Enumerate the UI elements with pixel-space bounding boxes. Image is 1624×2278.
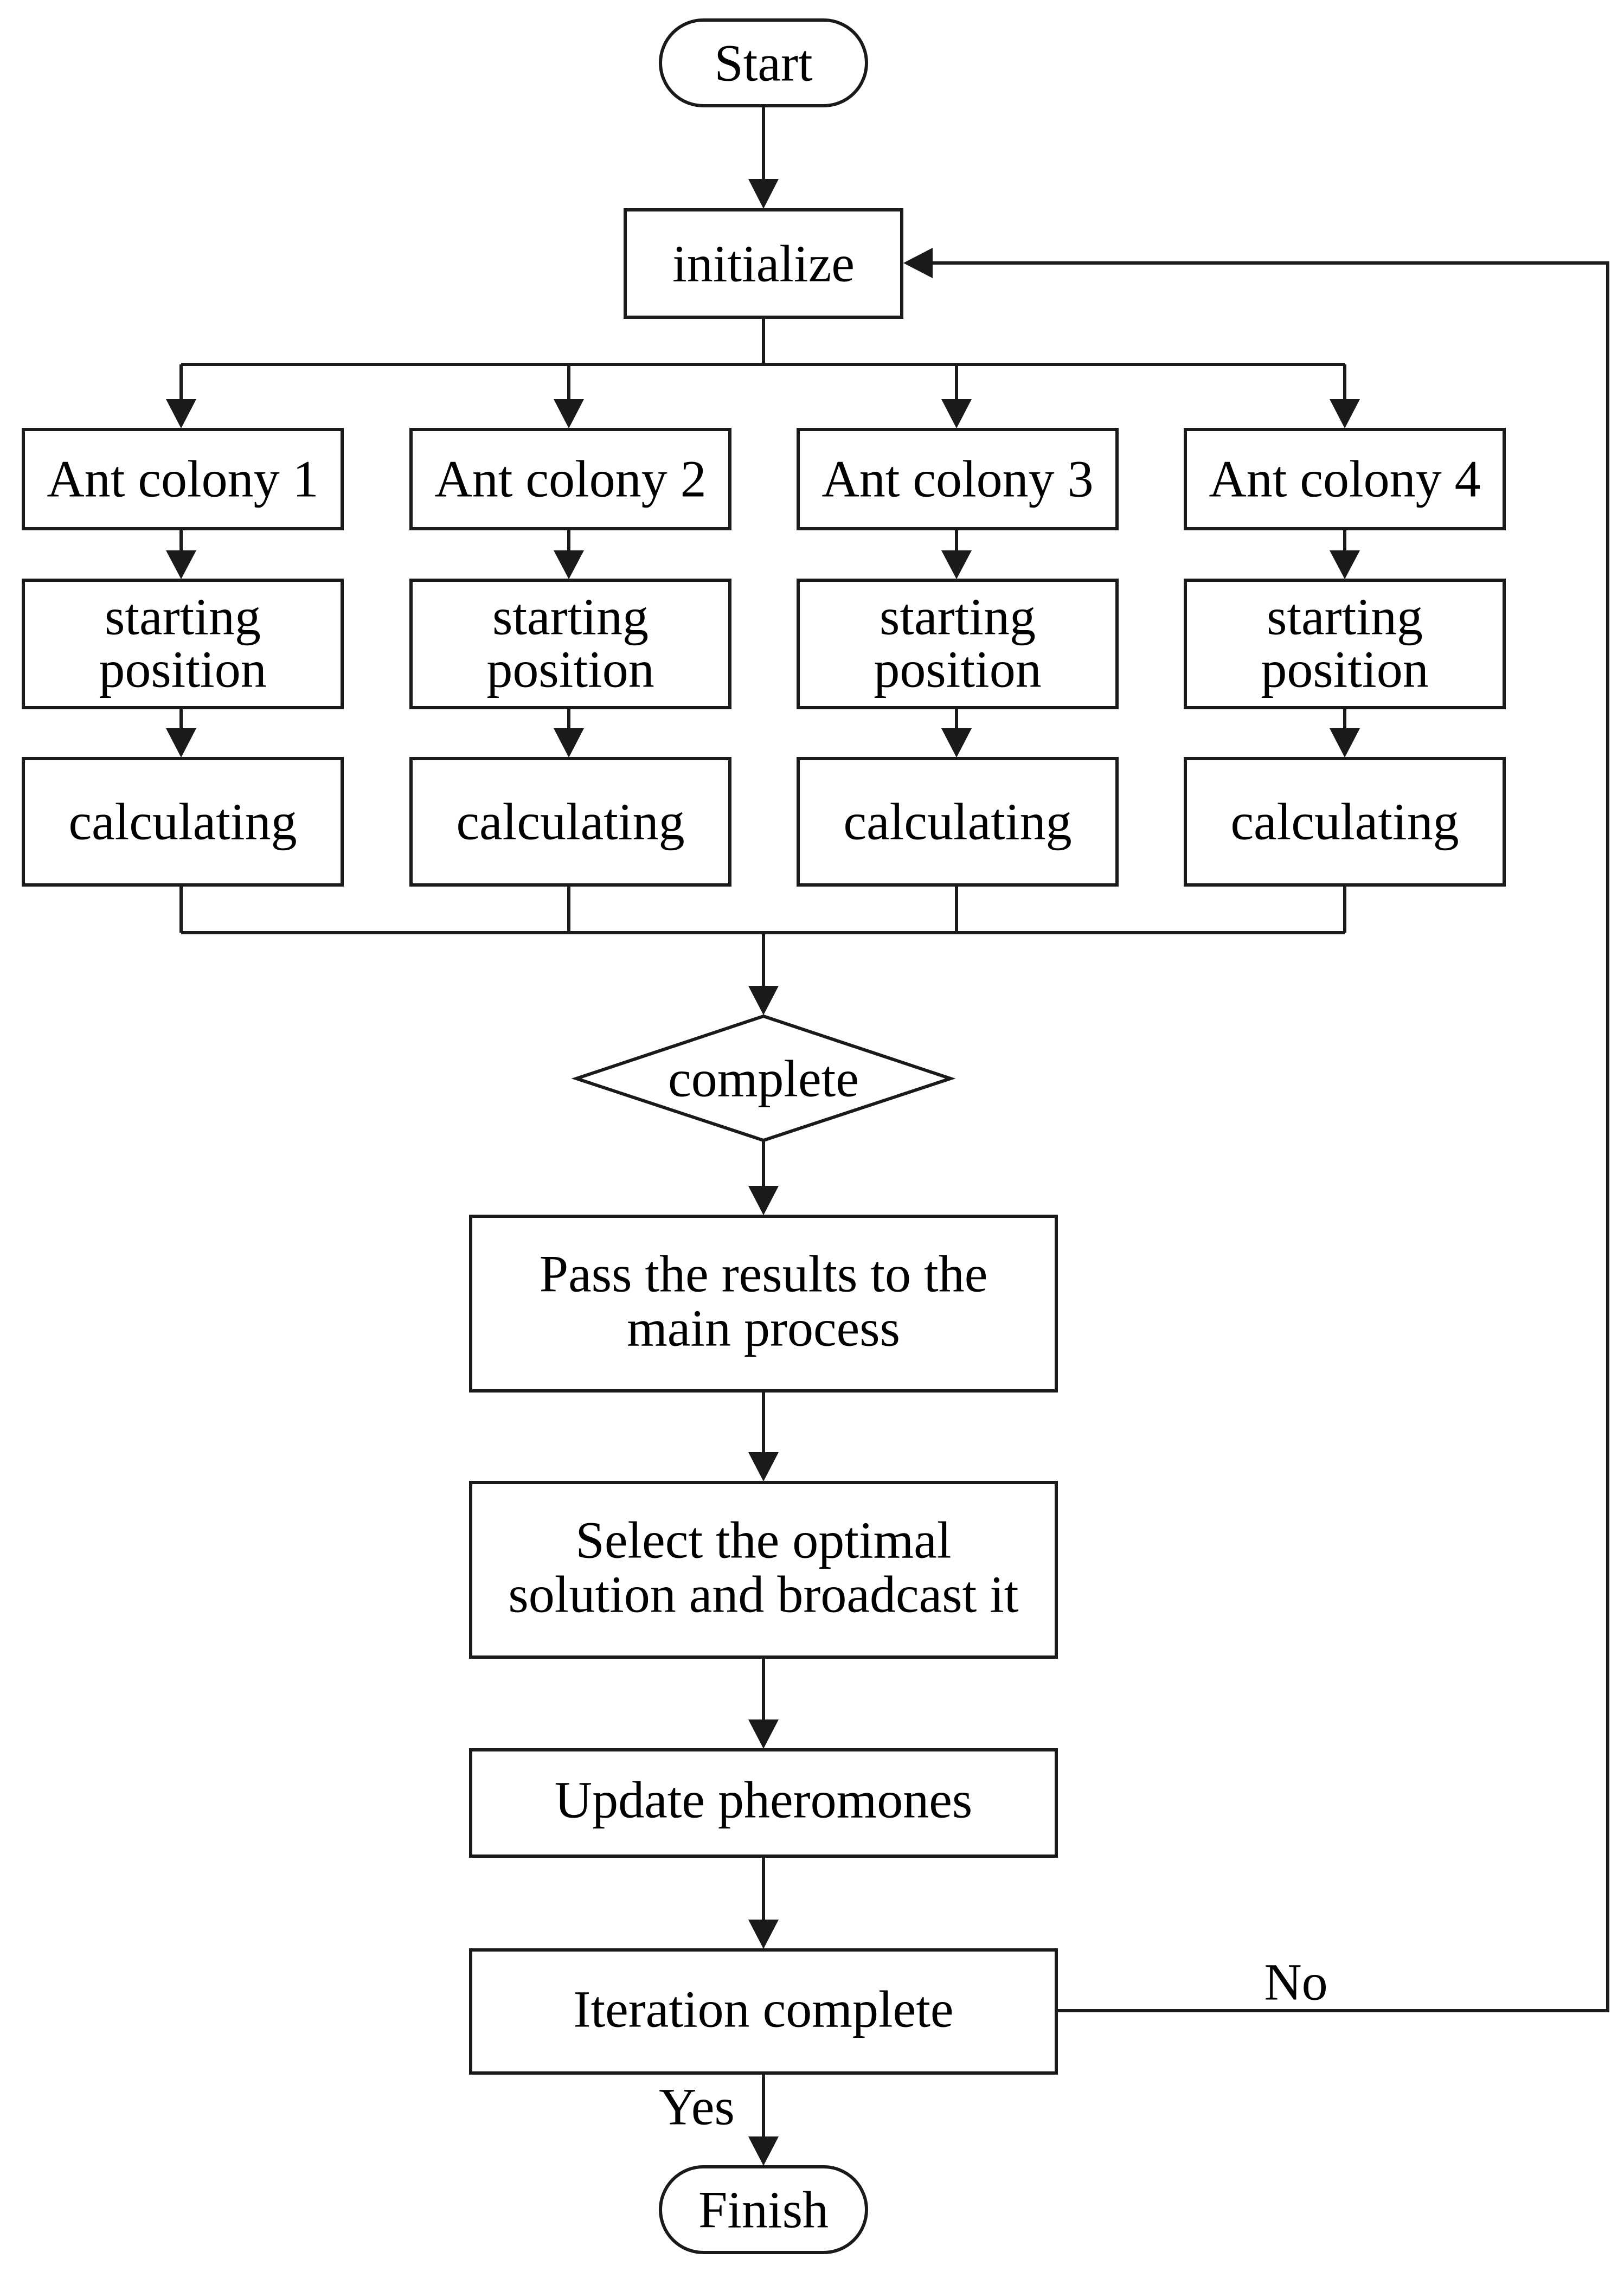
arrowhead-update: [748, 1719, 779, 1749]
complete-label: complete: [668, 1050, 859, 1108]
colony-2-box: [409, 428, 731, 530]
calc-2-label: calculating: [456, 793, 684, 851]
colony-column-3: Ant colony 3 starting position calculati…: [797, 428, 1119, 887]
pass-results-box: [469, 1215, 1058, 1393]
arrowhead-calc-2: [554, 728, 584, 758]
calc-4-box: [1184, 757, 1506, 887]
colony-2-label: Ant colony 2: [434, 450, 706, 508]
edge-loop-no: [933, 261, 1609, 2012]
calc-1-box: [22, 757, 344, 887]
calc-1-label: calculating: [68, 793, 297, 851]
arrowhead-colony-3: [941, 399, 972, 428]
update-box: [469, 1748, 1058, 1858]
node-iteration: Iteration complete: [469, 1948, 1058, 2075]
colony-4-box: [1184, 428, 1506, 530]
edges: [166, 107, 1609, 2166]
position-2-line-2: position: [486, 640, 654, 698]
colony-1-label: Ant colony 1: [47, 450, 318, 508]
update-label: Update pheromones: [555, 1771, 972, 1829]
select-optimal-line-1: Select the optimal: [575, 1511, 951, 1569]
arrowhead-finish: [748, 2136, 779, 2166]
position-1-box: [22, 579, 344, 709]
position-3-line-2: position: [874, 640, 1041, 698]
start-label: Start: [714, 34, 813, 92]
pass-results-line-1: Pass the results to the: [540, 1245, 988, 1303]
complete-diamond: [571, 1014, 956, 1143]
position-2-box: [409, 579, 731, 709]
iteration-box: [469, 1948, 1058, 2075]
colony-1-box: [22, 428, 344, 530]
arrowhead-pass: [748, 1186, 779, 1215]
position-4-line-2: position: [1261, 640, 1428, 698]
colony-column-1: Ant colony 1 starting position calculati…: [22, 428, 344, 887]
select-optimal-line-2: solution and broadcast it: [508, 1565, 1018, 1624]
position-3-line-1: starting: [880, 588, 1036, 646]
arrowhead-initialize: [748, 179, 779, 209]
arrowhead-colony-4: [1330, 399, 1360, 428]
arrowhead-position-4: [1330, 550, 1360, 579]
finish-terminator: [659, 2165, 868, 2254]
arrowhead-position-2: [554, 550, 584, 579]
arrowhead-position-1: [166, 550, 196, 579]
position-4-line-1: starting: [1267, 588, 1423, 646]
start-terminator: [659, 18, 868, 107]
yes-edge-label: Yes: [659, 2078, 735, 2136]
select-optimal-box: [469, 1481, 1058, 1659]
arrowhead-loop-initialize: [903, 248, 933, 278]
position-1-line-2: position: [99, 640, 266, 698]
colony-4-label: Ant colony 4: [1209, 450, 1480, 508]
colony-column-4: Ant colony 4 starting position calculati…: [1184, 428, 1506, 887]
initialize-label: initialize: [672, 235, 855, 293]
nodes: Start initialize Ant colony 1 starting p…: [22, 18, 1506, 2254]
node-pass-results: Pass the results to the main process: [469, 1215, 1058, 1393]
calc-4-label: calculating: [1230, 793, 1459, 851]
arrowhead-position-3: [941, 550, 972, 579]
arrowhead-iteration: [748, 1920, 779, 1949]
colony-3-box: [797, 428, 1119, 530]
arrowhead-complete: [748, 986, 779, 1015]
arrowhead-calc-3: [941, 728, 972, 758]
arrowhead-colony-2: [554, 399, 584, 428]
finish-label: Finish: [698, 2181, 829, 2239]
position-3-box: [797, 579, 1119, 709]
position-2-line-1: starting: [492, 588, 649, 646]
colony-column-2: Ant colony 2 starting position calculati…: [409, 428, 731, 887]
arrowhead-select: [748, 1452, 779, 1481]
node-select-optimal: Select the optimal solution and broadcas…: [469, 1481, 1058, 1659]
node-initialize: initialize: [624, 208, 903, 319]
arrowhead-calc-4: [1330, 728, 1360, 758]
calc-2-box: [409, 757, 731, 887]
initialize-box: [624, 208, 903, 319]
arrowhead-colony-1: [166, 399, 196, 428]
node-update: Update pheromones: [469, 1748, 1058, 1858]
node-finish: Finish: [659, 2165, 868, 2254]
calc-3-label: calculating: [843, 793, 1071, 851]
node-start: Start: [659, 18, 868, 107]
no-edge-label: No: [1264, 1953, 1327, 2011]
position-4-box: [1184, 579, 1506, 709]
node-complete: complete: [571, 1014, 956, 1143]
calc-3-box: [797, 757, 1119, 887]
iteration-label: Iteration complete: [573, 1980, 953, 2038]
pass-results-line-2: main process: [627, 1299, 900, 1357]
colony-3-label: Ant colony 3: [821, 450, 1093, 508]
position-1-line-1: starting: [105, 588, 261, 646]
arrowhead-calc-1: [166, 728, 196, 758]
